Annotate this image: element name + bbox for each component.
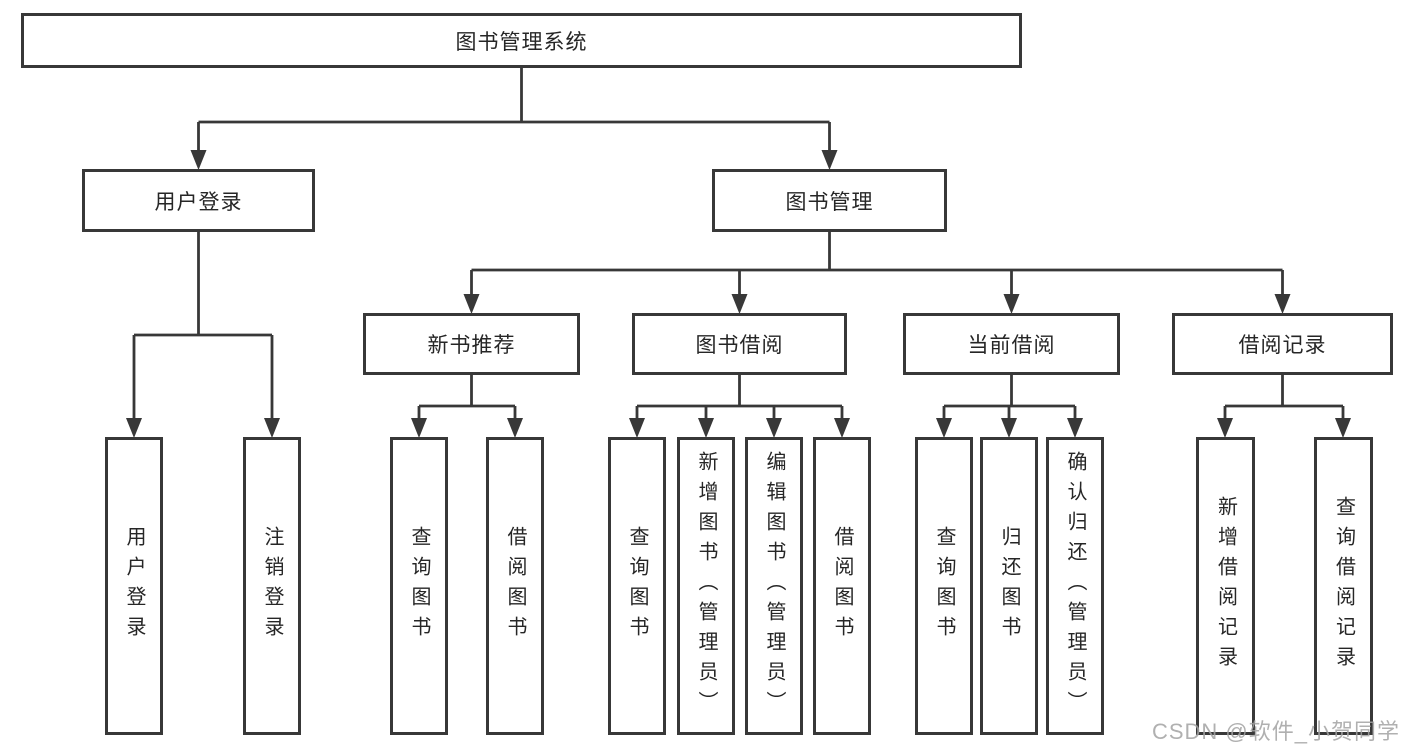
node-leaf-query-books-3: 查询图书 <box>915 437 973 735</box>
node-label: 新增借阅记录 <box>1214 496 1237 676</box>
node-book-borrowing: 图书借阅 <box>632 313 847 375</box>
node-leaf-return-books: 归还图书 <box>980 437 1038 735</box>
node-label: 当前借阅 <box>967 334 1056 357</box>
node-label: 新增图书（管理员） <box>695 451 717 721</box>
node-leaf-query-books-1: 查询图书 <box>390 437 448 735</box>
node-leaf-query-borrow-record: 查询借阅记录 <box>1314 437 1373 735</box>
node-label: 图书管理系统 <box>455 30 588 54</box>
node-label: 注销登录 <box>261 526 283 646</box>
node-label: 查询图书 <box>933 526 955 646</box>
node-label: 查询图书 <box>408 526 430 646</box>
node-label: 确认归还（管理员） <box>1064 451 1086 721</box>
node-label: 查询图书 <box>626 526 648 646</box>
node-leaf-add-borrow-record: 新增借阅记录 <box>1196 437 1255 735</box>
node-label: 借阅图书 <box>831 526 853 646</box>
node-new-book-recommend: 新书推荐 <box>363 313 580 375</box>
node-label: 查询借阅记录 <box>1332 496 1355 676</box>
node-label: 图书借阅 <box>695 334 784 357</box>
node-label: 新书推荐 <box>427 334 516 357</box>
node-book-management: 图书管理 <box>712 169 947 232</box>
node-leaf-edit-books-admin: 编辑图书（管理员） <box>745 437 803 735</box>
node-leaf-user-login: 用户登录 <box>105 437 163 735</box>
arrowheads <box>126 150 1351 438</box>
csdn-watermark: CSDN @软件_小贺同学 <box>1151 719 1400 744</box>
node-root-library-system: 图书管理系统 <box>21 13 1022 68</box>
node-label: 用户登录 <box>123 526 145 646</box>
node-label: 用户登录 <box>154 190 243 214</box>
node-leaf-confirm-return-admin: 确认归还（管理员） <box>1046 437 1104 735</box>
node-leaf-borrow-books-2: 借阅图书 <box>813 437 871 735</box>
node-leaf-query-books-2: 查询图书 <box>608 437 666 735</box>
node-leaf-borrow-books-1: 借阅图书 <box>486 437 544 735</box>
node-borrowing-records: 借阅记录 <box>1172 313 1393 375</box>
node-user-login: 用户登录 <box>82 169 315 232</box>
node-leaf-logout: 注销登录 <box>243 437 301 735</box>
node-label: 借阅图书 <box>504 526 526 646</box>
node-label: 借阅记录 <box>1238 334 1327 357</box>
node-leaf-add-books-admin: 新增图书（管理员） <box>677 437 735 735</box>
node-current-borrowing: 当前借阅 <box>903 313 1120 375</box>
node-label: 编辑图书（管理员） <box>763 451 785 721</box>
node-label: 图书管理 <box>785 190 874 214</box>
node-label: 归还图书 <box>998 526 1020 646</box>
